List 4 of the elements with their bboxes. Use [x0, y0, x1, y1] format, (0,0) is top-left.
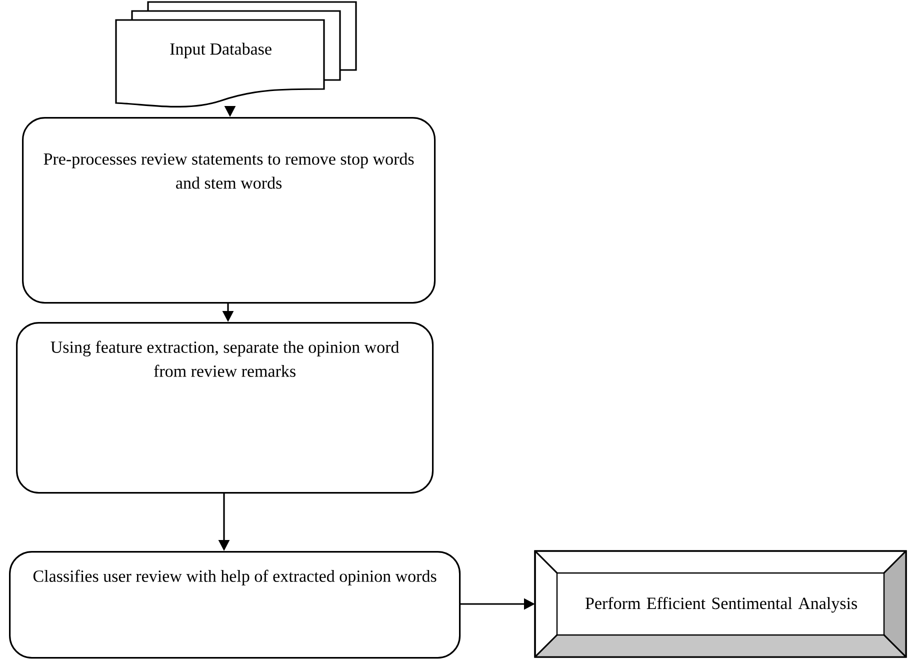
process-box: Pre-processes review statements to remove stop words and stem words: [22, 117, 436, 304]
process-box: Using feature extraction, separate the opinion word from review remarks: [16, 322, 434, 494]
beveled-box: Perform Efficient Sentimental Analysis: [534, 550, 907, 658]
process-box: Classifies user review with help of extracted opinion words: [9, 551, 461, 659]
